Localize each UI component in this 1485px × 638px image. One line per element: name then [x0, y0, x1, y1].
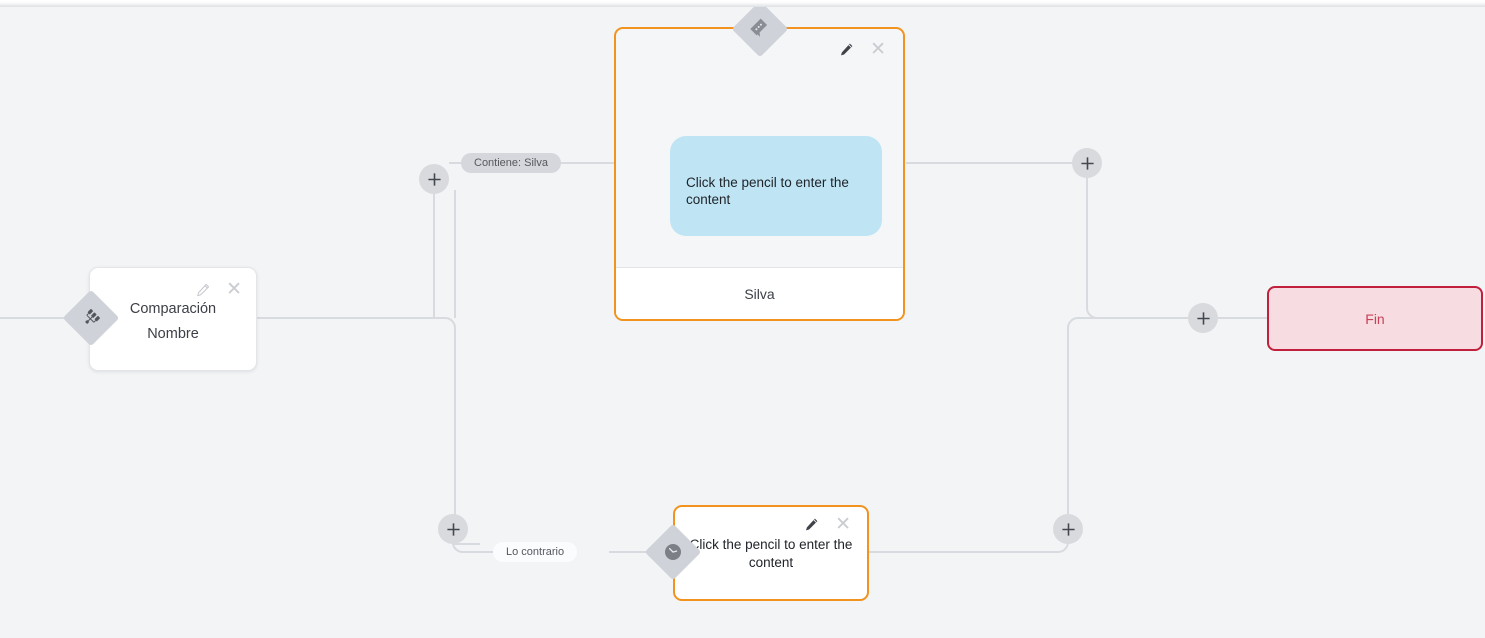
close-icon[interactable]: ✕	[870, 39, 886, 60]
add-branch-true-button[interactable]	[419, 164, 449, 194]
pencil-icon[interactable]	[196, 283, 210, 297]
close-icon[interactable]: ✕	[835, 514, 851, 535]
edge-true-merge	[1086, 178, 1188, 319]
add-before-end-button[interactable]	[1188, 303, 1218, 333]
add-after-wait-button[interactable]	[1053, 514, 1083, 544]
edge-label-condition-false: Lo contrario	[493, 542, 578, 562]
edge-false-to-label	[452, 543, 493, 554]
clock-icon	[645, 524, 702, 581]
chat-bubble-icon	[732, 1, 789, 58]
comparison-node-title: Comparación	[129, 301, 217, 317]
wait-node-text: Click the pencil to enter the content	[689, 537, 853, 570]
message-node-footer: Silva	[616, 267, 903, 319]
edge-label-condition-true: Contiene: Silva	[461, 153, 561, 173]
sitemap-icon	[63, 290, 120, 347]
pencil-icon[interactable]	[804, 517, 819, 532]
message-node[interactable]: ✕ Click the pencil to enter the content …	[614, 27, 905, 321]
close-icon[interactable]: ✕	[226, 279, 242, 300]
message-bubble: Click the pencil to enter the content	[670, 136, 882, 236]
edge-false-merge	[1067, 317, 1188, 514]
window-top-strip	[0, 0, 1485, 7]
add-after-message-button[interactable]	[1072, 148, 1102, 178]
wait-node[interactable]: ✕ Click the pencil to enter the content	[673, 505, 869, 601]
edge-split-down	[255, 317, 456, 514]
pencil-icon[interactable]	[839, 42, 854, 57]
message-node-actions: ✕	[839, 40, 886, 59]
comparison-node-subtitle: Nombre	[147, 326, 199, 342]
end-node[interactable]: Fin	[1267, 286, 1483, 351]
edge-wait-out	[869, 541, 1069, 553]
comparison-node-actions: ✕	[196, 280, 242, 299]
add-branch-false-button[interactable]	[438, 514, 468, 544]
wait-node-actions: ✕	[804, 515, 851, 534]
